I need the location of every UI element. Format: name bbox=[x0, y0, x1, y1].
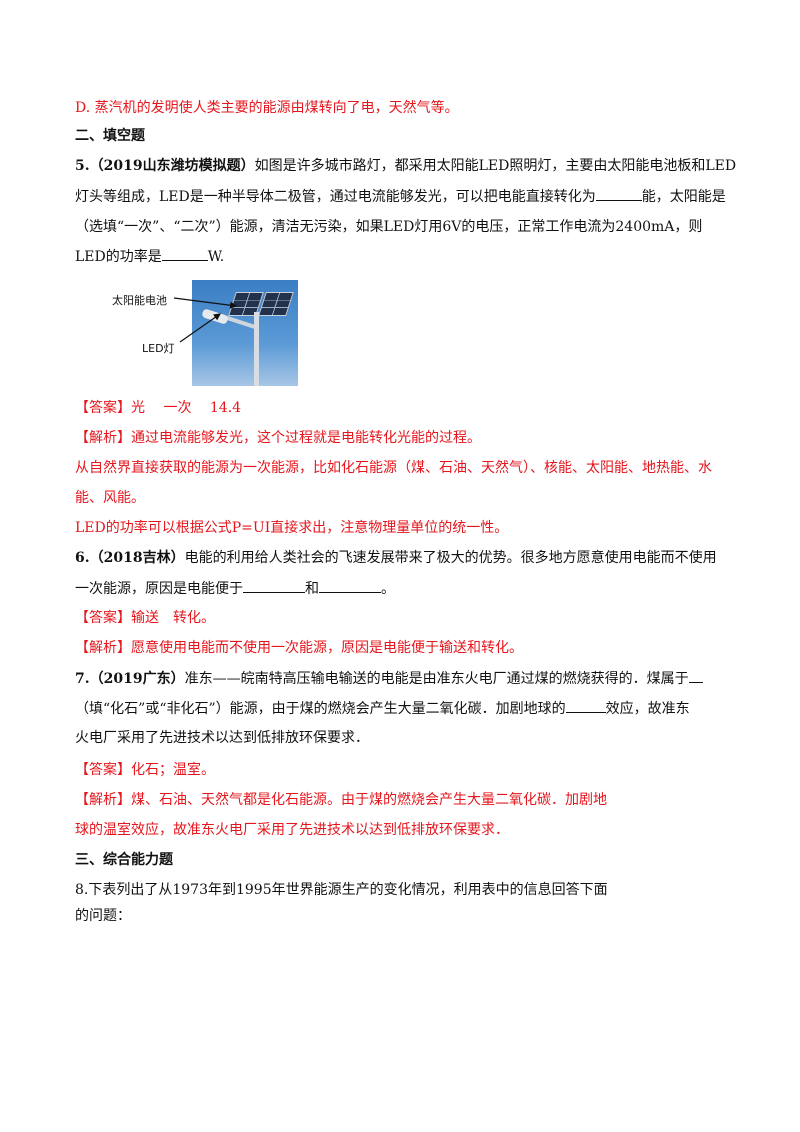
label-led-lamp: LED灯 bbox=[142, 342, 175, 355]
q7-line-2: （填“化石”或“非化石”）能源，由于煤的燃烧会产生大量二氧化碳．加剧地球的 效应，… bbox=[75, 698, 690, 719]
q7-text-1: 准东——皖南特高压输电输送的电能是由准东火电厂通过煤的燃烧获得的．煤属于 bbox=[184, 671, 689, 687]
q7-answer: 【答案】化石；温室。 bbox=[75, 762, 215, 778]
q5-line-1: 5.（2019山东潍坊模拟题）如图是许多城市路灯，都采用太阳能LED照明灯，主要… bbox=[75, 156, 736, 176]
q5-number: 5. bbox=[75, 158, 90, 174]
q8-line-2: 的问题： bbox=[75, 908, 131, 924]
q7-number: 7. bbox=[75, 671, 90, 687]
q5-line-2: 灯头等组成，LED是一种半导体二极管，通过电流能够发光，可以把电能直接转化为 能，… bbox=[75, 186, 726, 207]
figure-pointer-arrows bbox=[173, 297, 238, 343]
label-solar-cell: 太阳能电池 bbox=[112, 294, 167, 307]
q5-analysis-1: 【解析】通过电流能够发光，这个过程就是电能转化光能的过程。 bbox=[75, 430, 481, 446]
q6-blank-2[interactable] bbox=[319, 578, 381, 593]
q5-text-4a: LED的功率是 bbox=[75, 249, 162, 265]
q6-text-and: 和 bbox=[305, 581, 319, 597]
q5-text-2b: 能，太阳能是 bbox=[641, 189, 726, 205]
q5-analysis-4: LED的功率可以根据公式P=UI直接求出，注意物理量单位的统一性。 bbox=[75, 520, 509, 536]
q7-analysis-2: 球的温室效应，故准东火电厂采用了先进技术以达到低排放环保要求． bbox=[75, 822, 509, 838]
q6-text-end: 。 bbox=[381, 581, 395, 597]
q5-blank-3[interactable] bbox=[161, 246, 208, 261]
q5-text-4b: W. bbox=[207, 249, 225, 265]
q6-line-2: 一次能源，原因是电能便于 和 。 bbox=[75, 578, 395, 599]
q5-analysis-3: 能、风能。 bbox=[75, 490, 145, 506]
q6-text-1: 电能的利用给人类社会的飞速发展带来了极大的优势。很多地方愿意使用电能而不使用 bbox=[184, 550, 717, 566]
q6-blank-1[interactable] bbox=[243, 578, 305, 593]
q7-analysis-1: 【解析】煤、石油、天然气都是化石能源。由于煤的燃烧会产生大量二氧化碳．加剧地 bbox=[75, 792, 607, 808]
q7-blank-1[interactable] bbox=[688, 668, 703, 683]
arrow-to-solar-panel bbox=[173, 297, 238, 309]
q7-line-3: 火电厂采用了先进技术以达到低排放环保要求． bbox=[75, 730, 369, 746]
q5-source: （2019山东潍坊模拟题） bbox=[89, 158, 255, 174]
q8-line-1: 8.下表列出了从1973年到1995年世界能源生产的变化情况，利用表中的信息回答… bbox=[75, 882, 608, 898]
q5-line-3: （选填“一次”、“二次”）能源，清洁无污染，如果LED灯用6V的电压，正常工作电… bbox=[75, 216, 702, 237]
q5-text-1: 如图是许多城市路灯，都采用太阳能LED照明灯，主要由太阳能电池板和LED bbox=[254, 158, 737, 174]
arrow-to-led-lamp bbox=[179, 313, 221, 343]
q7-text-2a: （填“化石”或“非化石”）能源，由于煤的燃烧会产生大量二氧化碳．加剧地球的 bbox=[75, 701, 566, 717]
q6-number: 6. bbox=[75, 550, 90, 566]
q6-answer: 【答案】输送 转化。 bbox=[75, 610, 215, 626]
section-title-comprehensive: 三、综合能力题 bbox=[75, 852, 173, 868]
q6-source: （2018吉林） bbox=[89, 550, 185, 566]
q7-blank-2[interactable] bbox=[565, 698, 606, 713]
q5-line-4: LED的功率是 W. bbox=[75, 246, 224, 267]
q6-line-1: 6.（2018吉林）电能的利用给人类社会的飞速发展带来了极大的优势。很多地方愿意… bbox=[75, 548, 717, 568]
q5-text-2a: 灯头等组成，LED是一种半导体二极管，通过电流能够发光，可以把电能直接转化为 bbox=[75, 189, 596, 205]
q5-answer: 【答案】光 一次 14.4 bbox=[75, 400, 242, 416]
solar-street-light-photo bbox=[192, 280, 298, 386]
q5-analysis-2: 从自然界直接获取的能源为一次能源，比如化石能源（煤、石油、天然气）、核能、太阳能… bbox=[75, 460, 712, 476]
q6-analysis: 【解析】愿意使用电能而不使用一次能源，原因是电能便于输送和转化。 bbox=[75, 640, 523, 656]
lamp-pole bbox=[254, 312, 259, 386]
option-d: D. 蒸汽机的发明使人类主要的能源由煤转向了电，天然气等。 bbox=[75, 100, 459, 116]
q6-text-2a: 一次能源，原因是电能便于 bbox=[75, 581, 243, 597]
q7-source: （2019广东） bbox=[89, 671, 185, 687]
q5-blank-1[interactable] bbox=[595, 186, 642, 201]
q7-text-2b: 效应，故准东 bbox=[605, 701, 690, 717]
solar-street-light-figure: 太阳能电池 LED灯 bbox=[108, 276, 298, 386]
q5-text-3: （选填“一次”、“二次”）能源，清洁无污染，如果LED灯用6V的电压，正常工作电… bbox=[75, 219, 703, 235]
q7-line-1: 7.（2019广东）准东——皖南特高压输电输送的电能是由准东火电厂通过煤的燃烧获… bbox=[75, 668, 703, 689]
section-title-fill-blank: 二、填空题 bbox=[75, 128, 145, 144]
